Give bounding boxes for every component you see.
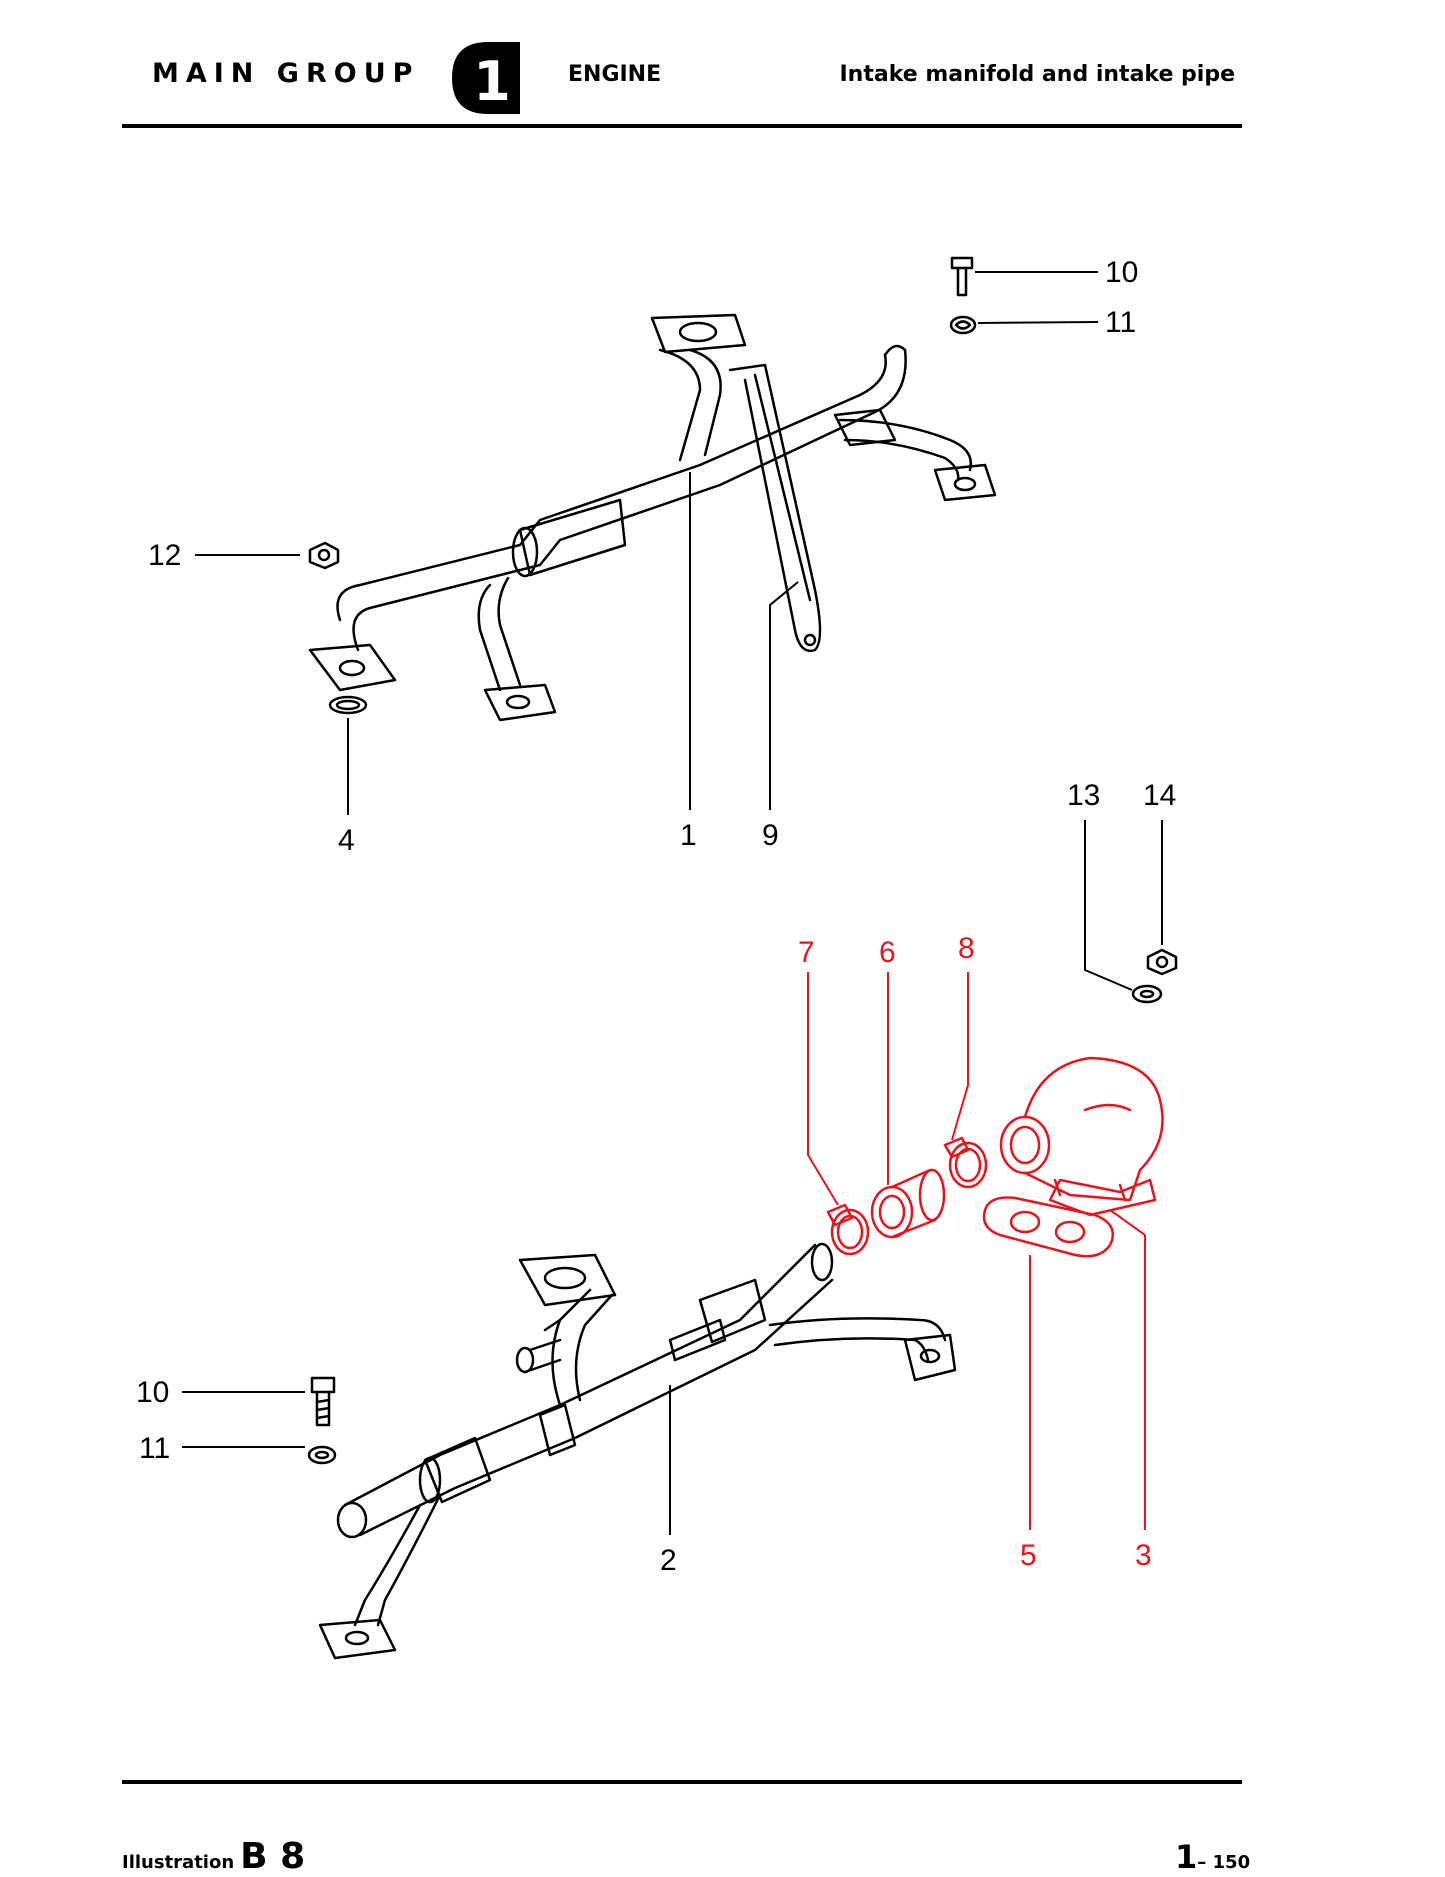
illustration-label: Illustration: [122, 1852, 235, 1873]
callout-14: 14: [1143, 779, 1176, 812]
callout-4: 4: [338, 824, 355, 857]
callout-11-bottom: 11: [139, 1432, 170, 1465]
engine-label: ENGINE: [568, 62, 662, 87]
callout-6: 6: [879, 936, 896, 969]
illustration-number: B 8: [240, 1836, 306, 1877]
main-group-label: MAIN GROUP: [152, 58, 420, 89]
callout-10-bottom: 10: [136, 1376, 169, 1409]
callout-labels: 10 11 12 4 1 9 13 14 10 11 2 7 6 8 5 3: [136, 256, 1176, 1577]
intake-pipe-drawing: [307, 1242, 957, 1660]
page-number-main: 1: [1175, 1838, 1198, 1876]
group-number: 1: [473, 50, 511, 113]
callout-3: 3: [1135, 1539, 1152, 1572]
callout-5: 5: [1020, 1539, 1037, 1572]
callout-13: 13: [1067, 779, 1100, 812]
page-number-sub: – 150: [1197, 1852, 1251, 1873]
page-number: 1– 150: [1175, 1838, 1250, 1876]
highlight-leader-lines: [807, 972, 1146, 1530]
footer-rule: [122, 1780, 1242, 1784]
header-rule: [122, 124, 1242, 128]
leader-lines: [182, 271, 1163, 1535]
highlighted-parts-drawing: [826, 1056, 1164, 1258]
callout-8: 8: [958, 932, 975, 965]
intake-manifold-drawing: [308, 256, 1178, 1004]
callout-2: 2: [660, 1544, 677, 1577]
callout-11-top: 11: [1105, 306, 1136, 339]
callout-7: 7: [798, 936, 815, 969]
section-title: Intake manifold and intake pipe: [839, 62, 1236, 87]
group-number-badge: 1: [452, 42, 520, 114]
callout-12: 12: [148, 539, 181, 572]
callout-1: 1: [680, 819, 697, 852]
page-header: MAIN GROUP 1 ENGINE Intake manifold and …: [0, 0, 1445, 130]
callout-10-top: 10: [1105, 256, 1138, 289]
callout-9: 9: [762, 819, 779, 852]
